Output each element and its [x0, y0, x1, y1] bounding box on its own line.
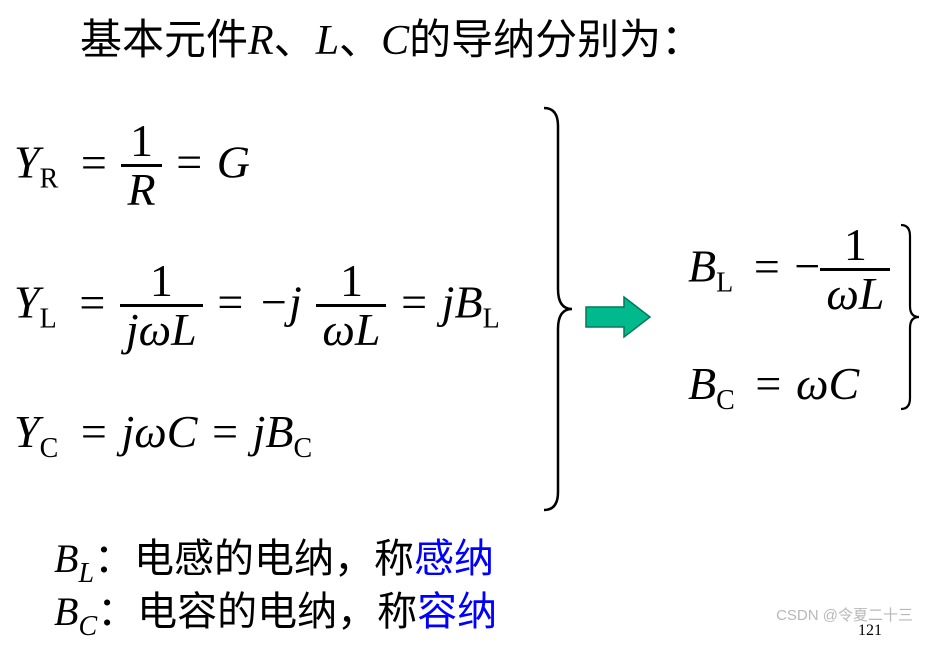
right-brace-large [543, 106, 573, 512]
slide-title: 基本元件R、L、C的导纳分别为： [80, 12, 703, 69]
eq-l-eq1: = [79, 276, 106, 328]
def-l-text: 电感的电纳，称 [134, 536, 415, 582]
eq-l-fraction-bar-1 [119, 304, 203, 307]
res-c-eq: = [755, 358, 782, 409]
def-c-sub: C [78, 611, 98, 642]
res-c-sub: C [716, 385, 735, 416]
eq-r-eq2: = [176, 136, 203, 188]
eq-c-eq2: = [212, 406, 239, 457]
def-l-sub: L [78, 558, 95, 589]
result-capacitive-susceptance: BC = ωC [688, 360, 859, 415]
res-l-denominator: ωL [826, 268, 885, 319]
eq-l-denominator-2: ωL [322, 304, 381, 355]
res-l-neg: − [794, 240, 821, 292]
res-c-rhs: ωC [796, 358, 860, 409]
equation-inductor: YL = 1 jωL = −j 1 ωL = jBL [14, 258, 500, 353]
eq-r-denominator: R [127, 164, 156, 215]
eq-r-lhs: Y [14, 136, 40, 188]
eq-c-eq1: = [80, 406, 107, 457]
eq-l-fraction-1: 1 jωL [119, 255, 203, 355]
res-l-numerator: 1 [843, 219, 867, 270]
title-sep-2: 、 [339, 15, 382, 64]
eq-r-fraction: 1 R [121, 115, 162, 215]
eq-l-fraction-2: 1 ωL [316, 255, 387, 355]
right-arrow-icon [585, 295, 652, 339]
title-c: C [381, 18, 410, 64]
eq-c-sub: C [39, 433, 59, 464]
right-brace-small [900, 223, 920, 411]
title-l: L [315, 18, 340, 64]
eq-l-rhs-sub: L [482, 303, 500, 335]
def-c-term: 容纳 [417, 589, 498, 635]
eq-c-rhs-sub: C [293, 433, 313, 464]
watermark: CSDN @令夏二十三 [776, 607, 913, 624]
eq-l-sub: L [39, 303, 57, 335]
eq-c-mid: jωC [121, 406, 198, 457]
definition-capacitive: BC：电容的电纳，称容纳 [54, 586, 497, 653]
def-c-sym: B [54, 589, 79, 634]
definition-inductive: BL：电感的电纳，称感纳 [54, 533, 494, 600]
title-r: R [248, 18, 274, 64]
res-l-fraction-bar [820, 268, 891, 271]
eq-l-eq2: = [217, 276, 244, 328]
title-text-before: 基本元件 [80, 15, 249, 64]
eq-r-rhs: G [216, 136, 251, 188]
eq-l-rhs: jB [441, 276, 483, 328]
def-c-text: 电容的电纳，称 [137, 589, 418, 635]
title-text-after: 的导纳分别为： [409, 15, 704, 64]
res-l-fraction: 1 ωL [820, 219, 891, 319]
title-sep-1: 、 [273, 15, 316, 64]
def-l-term: 感纳 [414, 536, 495, 582]
res-l-eq: = [753, 240, 780, 292]
eq-c-lhs: Y [14, 406, 40, 457]
eq-r-fraction-bar [121, 164, 162, 167]
eq-l-numerator-2: 1 [339, 255, 363, 306]
result-inductive-susceptance: BL = − 1 ωL [688, 219, 891, 319]
eq-r-numerator: 1 [130, 115, 154, 166]
eq-l-neg-j: −j [257, 276, 302, 328]
equation-resistor: YR = 1 R = G [14, 118, 250, 213]
page-number: 121 [858, 622, 882, 639]
res-l-lhs: B [688, 240, 717, 292]
eq-r-eq1: = [80, 136, 107, 188]
equation-capacitor: YC = jωC = jBC [14, 408, 312, 463]
eq-l-denominator-1: jωL [125, 304, 197, 355]
def-l-sym: B [54, 536, 79, 581]
def-l-colon: ： [94, 536, 135, 582]
eq-c-rhs: jB [252, 406, 294, 457]
eq-l-numerator-1: 1 [149, 255, 173, 306]
res-c-lhs: B [688, 358, 717, 409]
def-c-colon: ： [97, 589, 138, 635]
eq-l-eq3: = [401, 276, 428, 328]
eq-l-fraction-bar-2 [316, 304, 387, 307]
eq-l-lhs: Y [14, 276, 40, 328]
eq-r-sub: R [39, 163, 59, 195]
res-l-sub: L [716, 267, 734, 299]
